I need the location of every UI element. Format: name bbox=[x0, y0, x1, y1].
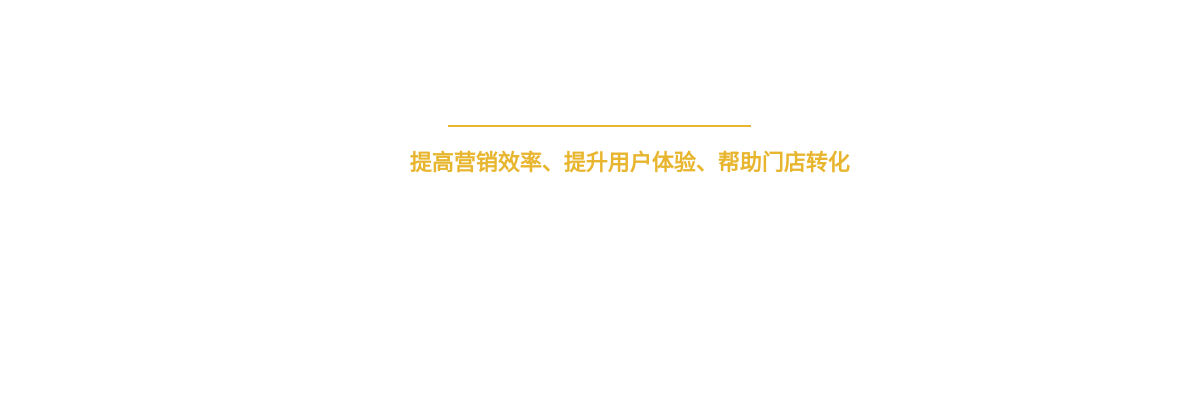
tagline-text: 提高营销效率、提升用户体验、帮助门店转化 bbox=[409, 151, 850, 176]
accent-divider-line bbox=[448, 125, 751, 127]
